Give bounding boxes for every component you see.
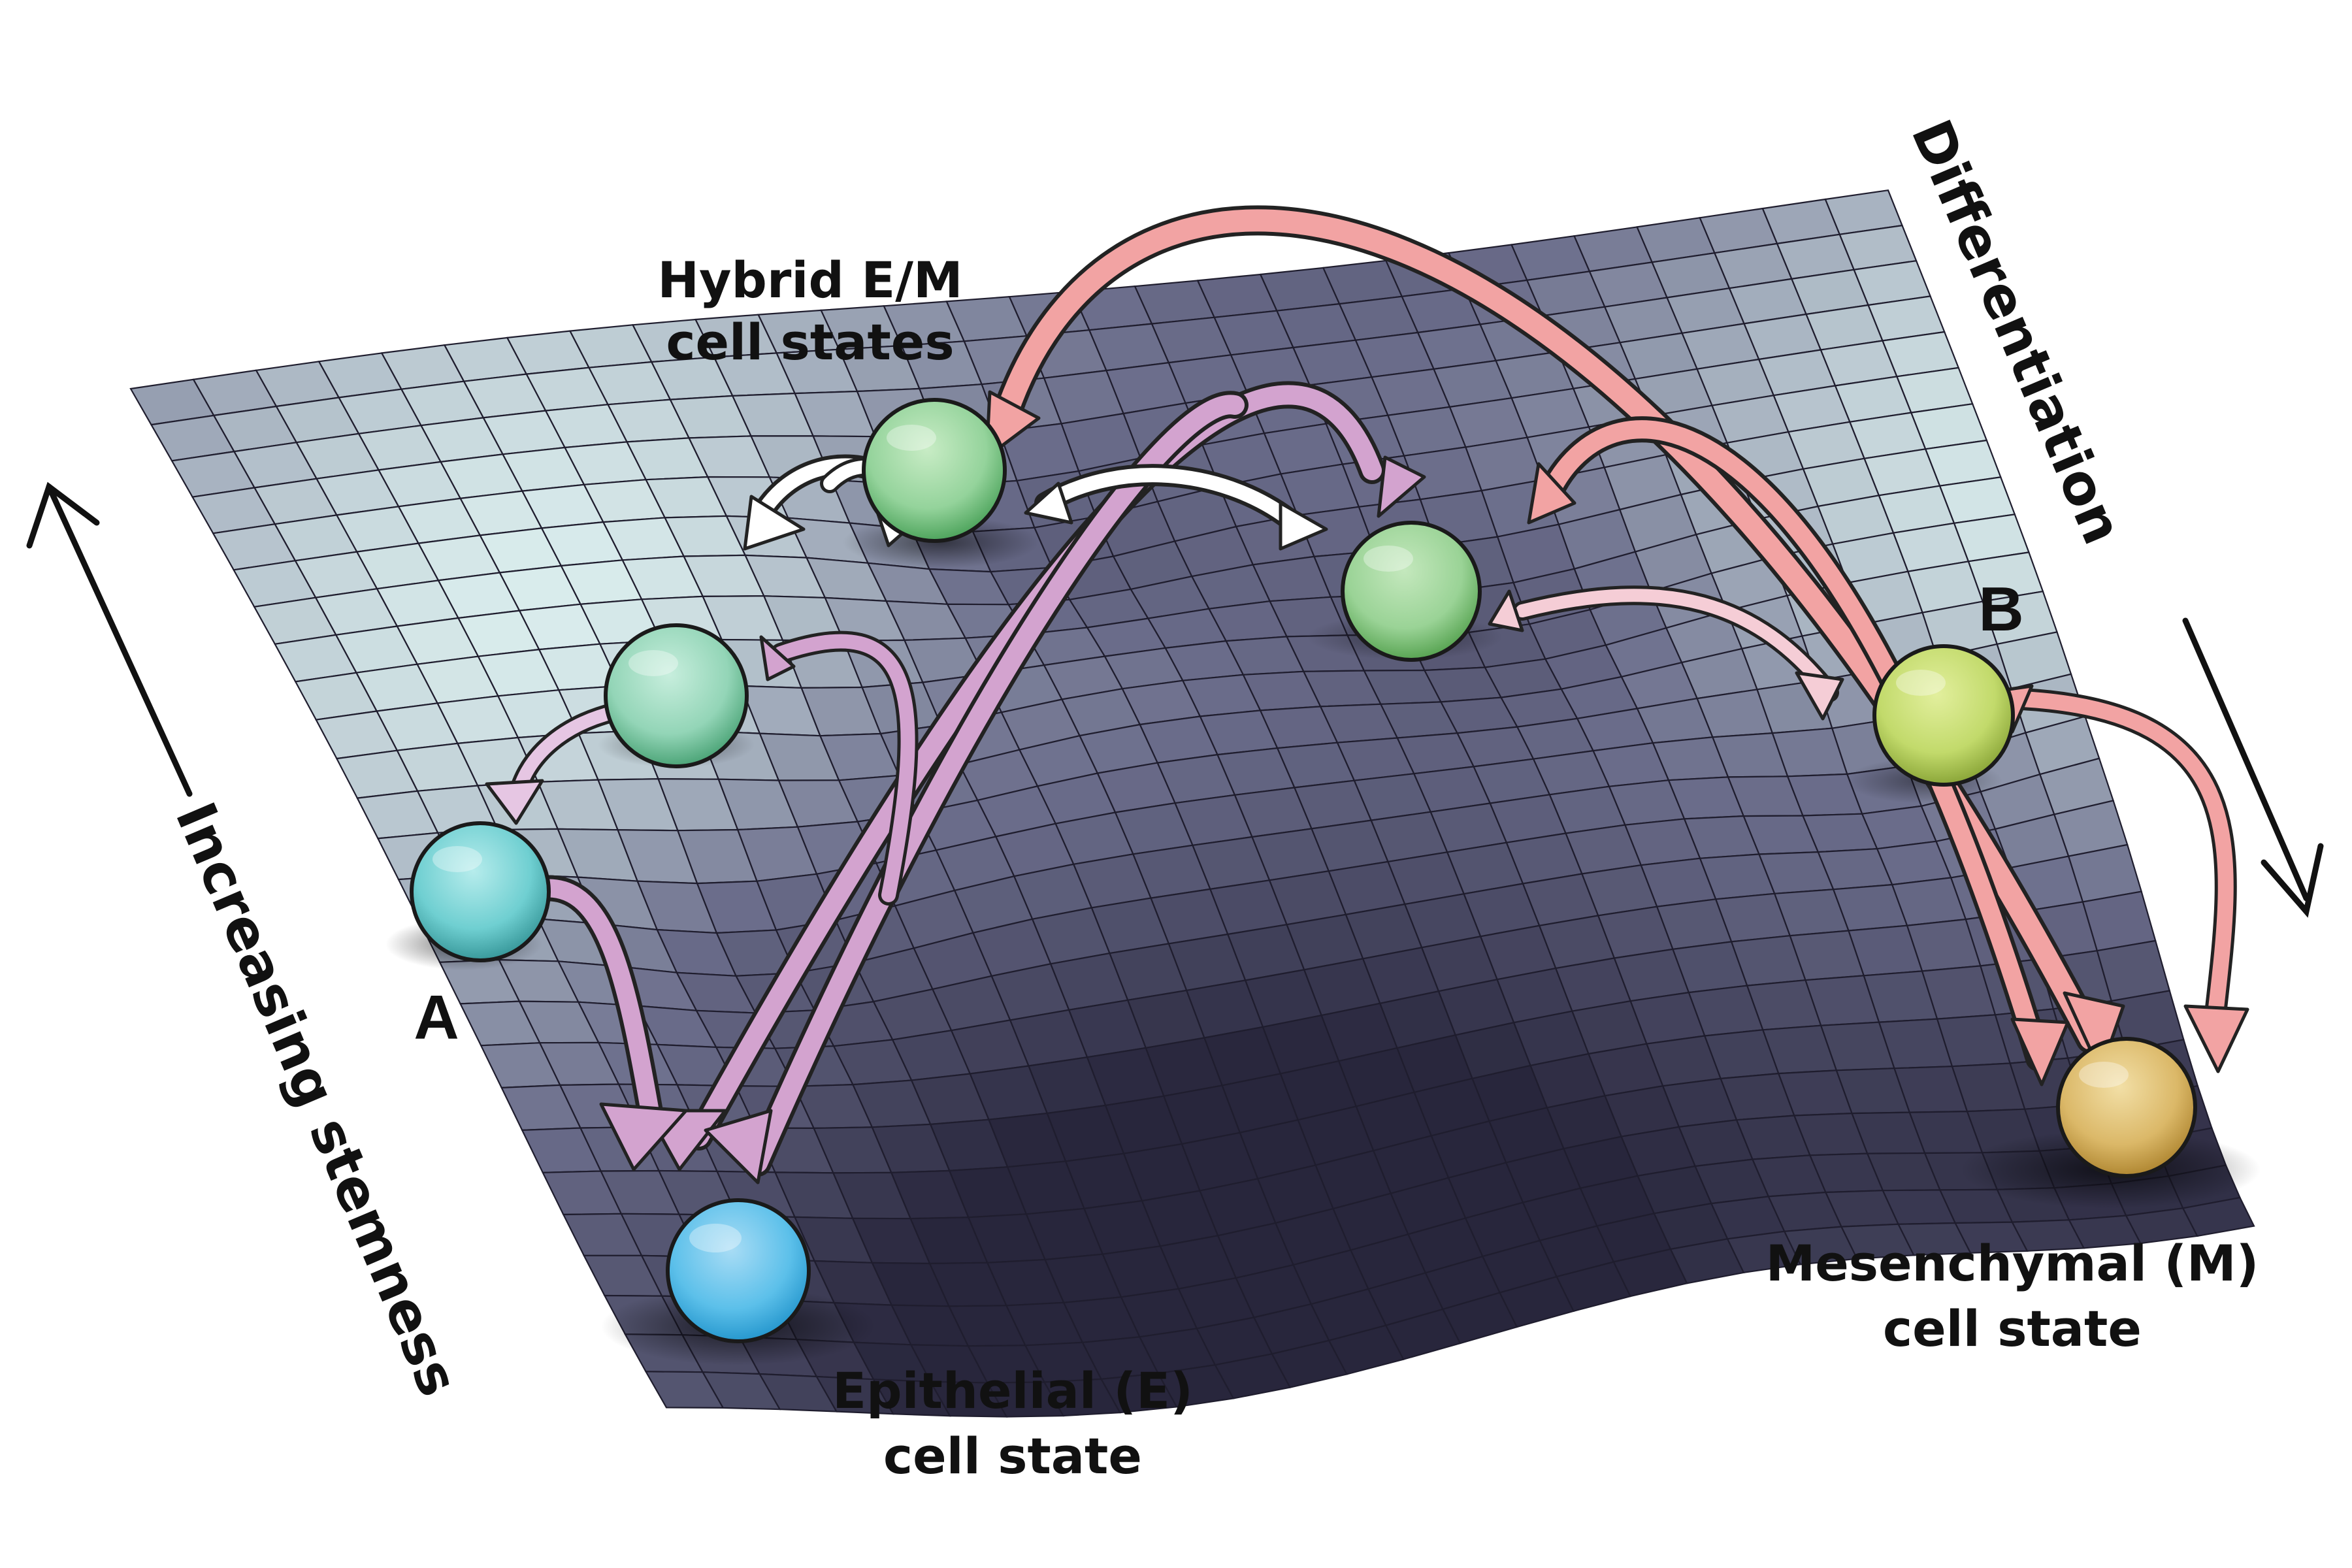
landscape-surface <box>129 189 2255 1418</box>
ball-b <box>1872 644 2015 787</box>
marker-a: A <box>414 983 459 1053</box>
epithelial-label-line2: cell state <box>883 1427 1142 1485</box>
ball-epithelial <box>666 1198 811 1343</box>
marker-b: B <box>1978 574 2023 644</box>
ball-a <box>410 821 551 962</box>
epithelial-label-line1: Epithelial (E) <box>832 1362 1193 1420</box>
differentiation-axis-arrow <box>2182 617 2324 918</box>
stemness-axis-arrow <box>26 482 193 797</box>
ball-hybrid-right <box>1341 521 1482 662</box>
ball-highlights <box>433 425 2129 1252</box>
hybrid-label-line2: cell states <box>666 313 954 371</box>
ball-hybrid-left <box>604 623 749 768</box>
surface-cell <box>2181 1196 2255 1237</box>
mesenchymal-label-line2: cell state <box>1883 1299 2142 1358</box>
pink-arrows <box>988 205 2237 1071</box>
balls <box>410 398 2197 1343</box>
hybrid-label-line1: Hybrid E/M <box>657 251 962 309</box>
ball-hybrid-top <box>862 398 1007 543</box>
white-arrows <box>753 454 1305 534</box>
mesenchymal-label-line1: Mesenchymal (M) <box>1766 1234 2259 1292</box>
purple-arrows <box>506 381 1386 1177</box>
purple-arrowheads <box>485 455 1426 1184</box>
ball-mesenchymal <box>2056 1037 2197 1178</box>
